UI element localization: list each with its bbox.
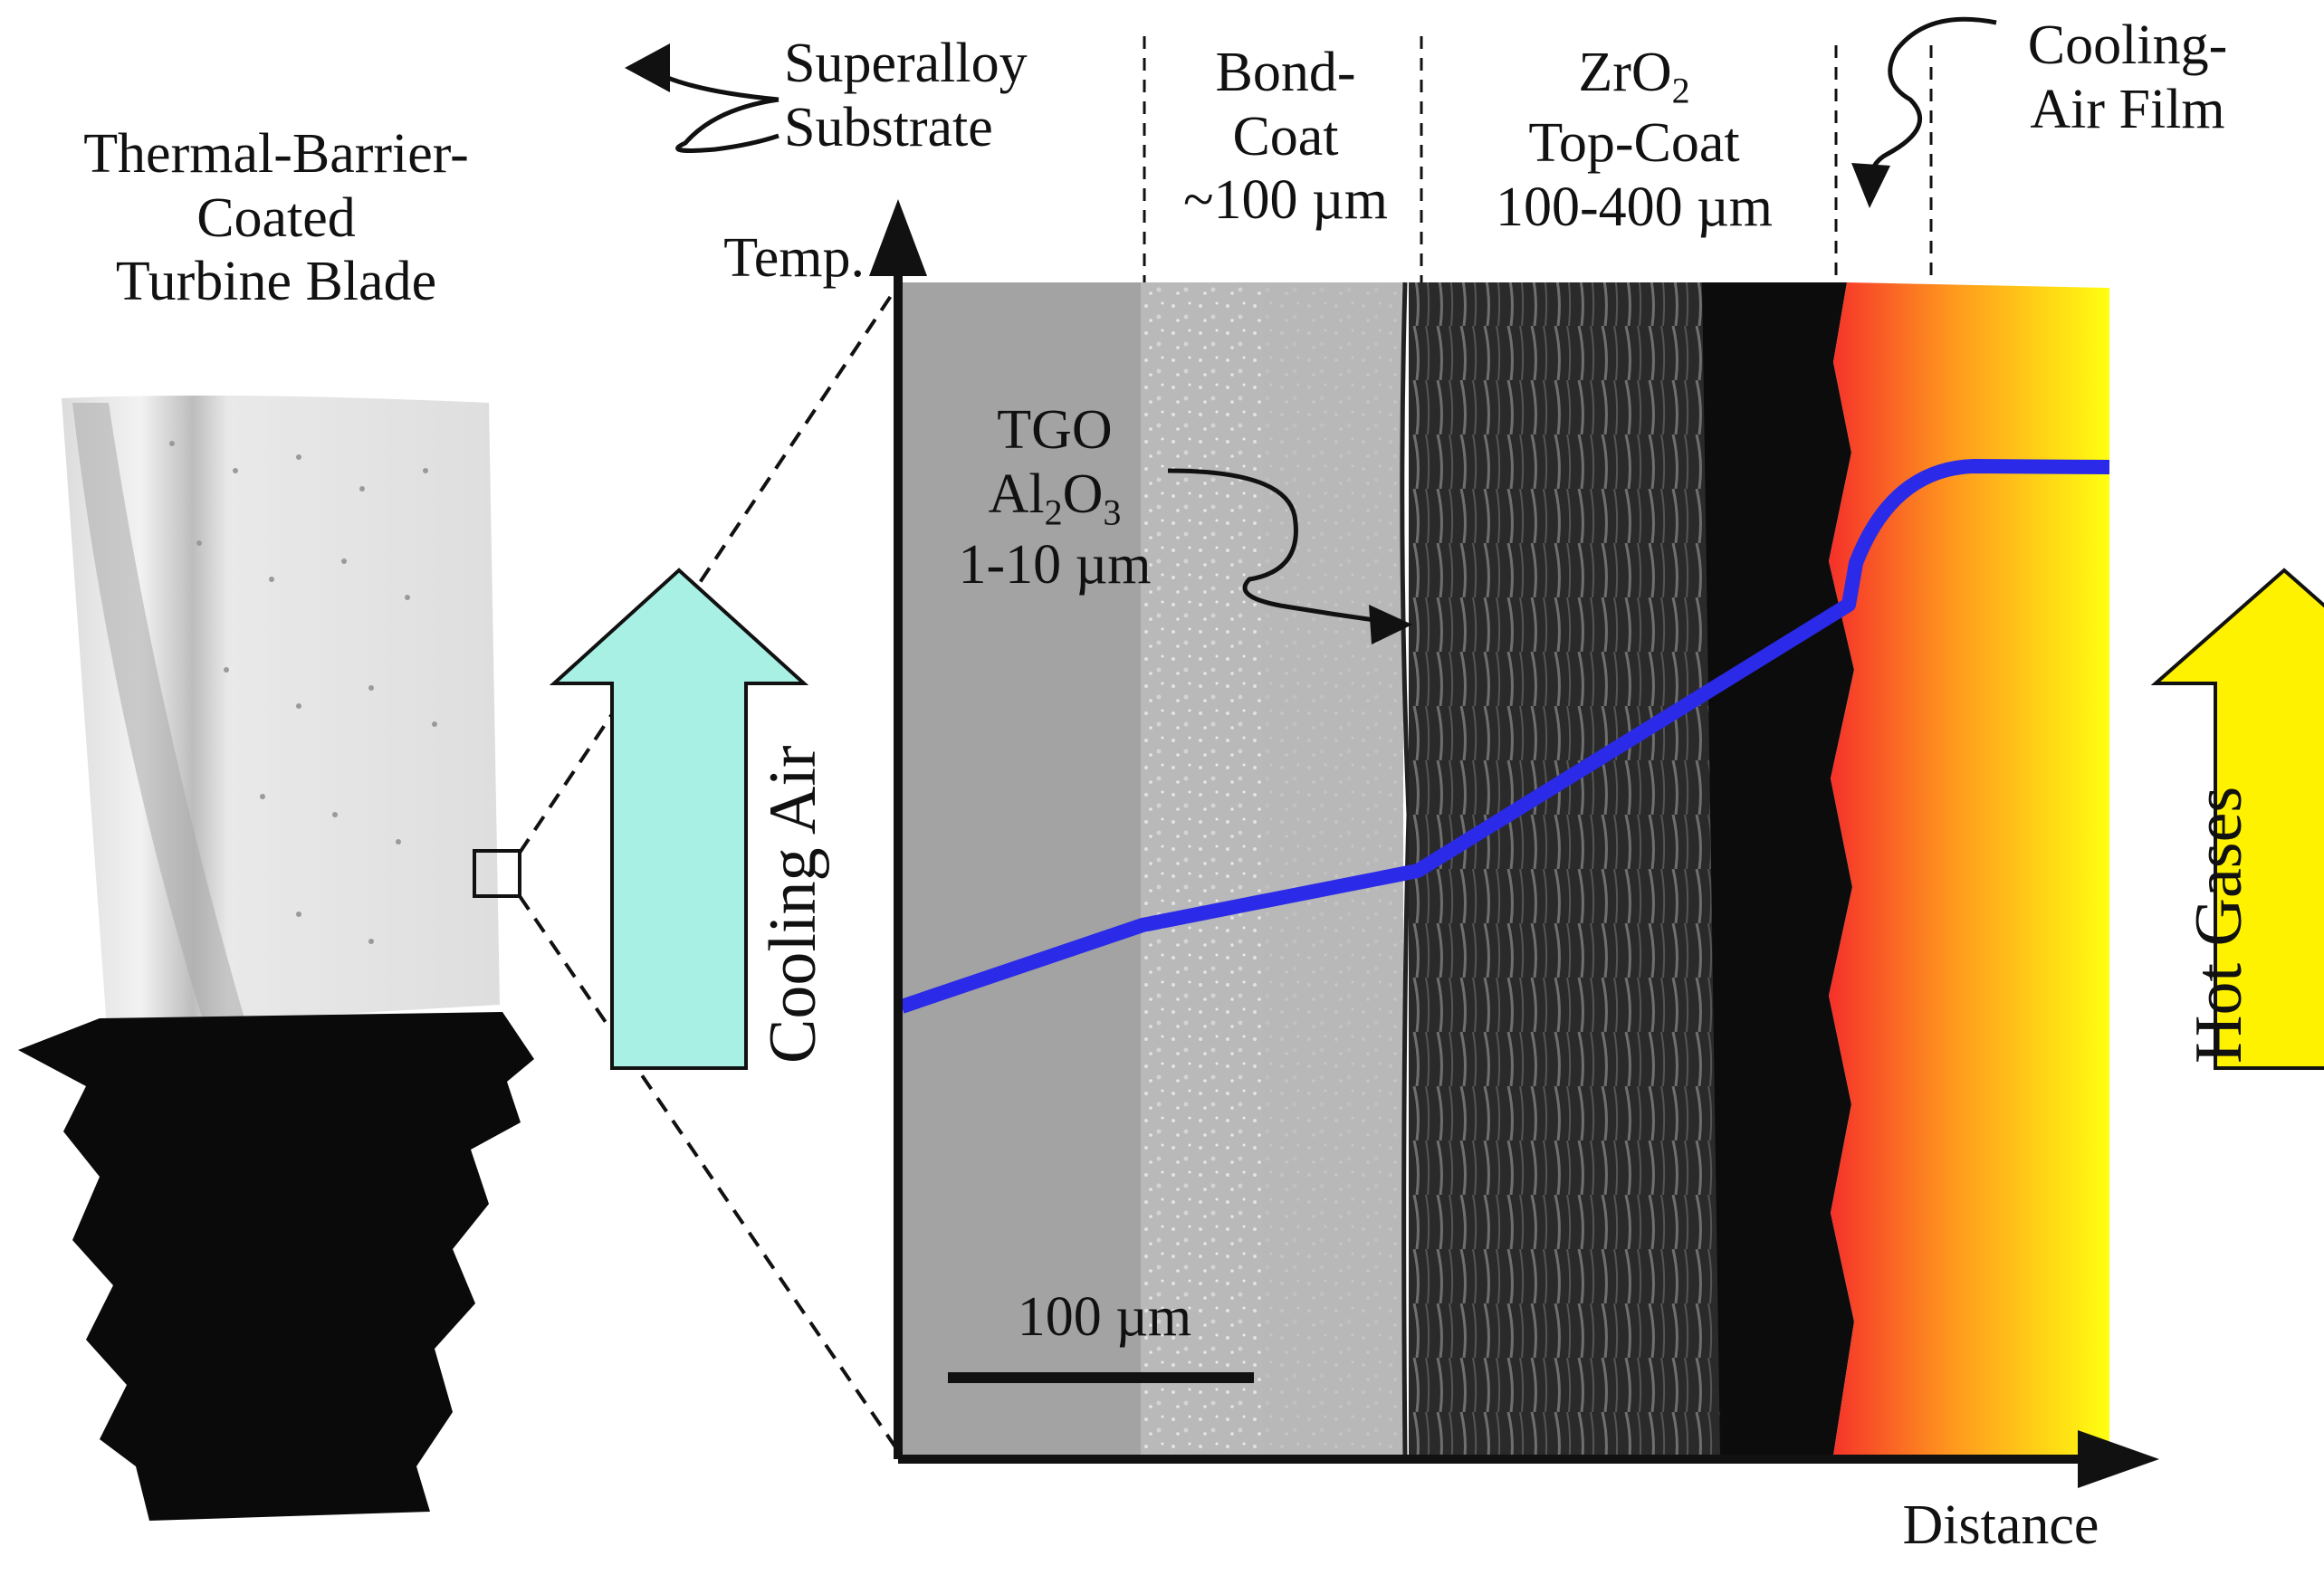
top-coat-line-1: ZrO2 [1578,42,1690,111]
cooling-film-line-2: Air Film [2030,78,2225,140]
cooling-film-line-1: Cooling- [2027,14,2228,76]
bond-coat-line-1: Bond- [1215,42,1356,103]
scale-bar-label: 100 µm [1017,1286,1192,1348]
substrate-layer [902,282,1141,1456]
tgo-label: TGO Al2O3 1-10 µm [923,398,1186,597]
bond-coat-line-2: Coat [1232,105,1339,167]
tgo-line-1: TGO [997,399,1113,461]
substrate-label-line-2: Substrate [784,96,993,158]
substrate-label-line-1: Superalloy [784,33,1028,94]
micrograph [899,282,2110,1456]
zoom-line-bottom [518,894,898,1450]
top-coat-label: ZrO2 Top-Coat 100-400 µm [1430,41,1838,239]
bond-coat-label: Bond- Coat ~100 µm [1150,41,1421,233]
hot-gases-arrow-shape [2150,568,2324,1070]
bond-coat-line-3: ~100 µm [1183,169,1388,232]
cooling-air-arrow-shape [549,568,809,1070]
tgo-line-3: 1-10 µm [958,533,1152,596]
blade-title-line-2: Coated [196,186,356,249]
zoom-line-top [518,286,898,854]
hot-gases-label: Hot Gases [2182,787,2256,1064]
distance-axis-label: Distance [1902,1494,2099,1556]
blade-title: Thermal-Barrier- Coated Turbine Blade [18,122,534,314]
blade-title-line-3: Turbine Blade [115,251,437,313]
cooling-film-label: Cooling- Air Film [1983,14,2272,141]
top-coat-line-3: 100-400 µm [1495,176,1774,238]
axes [869,199,2159,1488]
top-coat-line-2: Top-Coat [1528,111,1740,174]
tgo-line-2: Al2O3 [988,463,1122,533]
zoom-box [473,849,521,898]
turbine-blade-image [18,395,534,1521]
temp-axis-label: Temp. [723,227,865,289]
substrate-label: Superalloy Substrate [784,32,1110,159]
tgo-interface [1400,282,1411,1456]
hot-gas-region [1829,282,2109,1456]
blade-title-line-1: Thermal-Barrier- [83,123,469,185]
cooling-air-label: Cooling Air [756,745,830,1064]
temperature-profile-line [899,459,2110,1014]
layer-separators [1143,36,1933,282]
pointer-arrows [646,16,1997,625]
arrowheads [625,43,1890,644]
